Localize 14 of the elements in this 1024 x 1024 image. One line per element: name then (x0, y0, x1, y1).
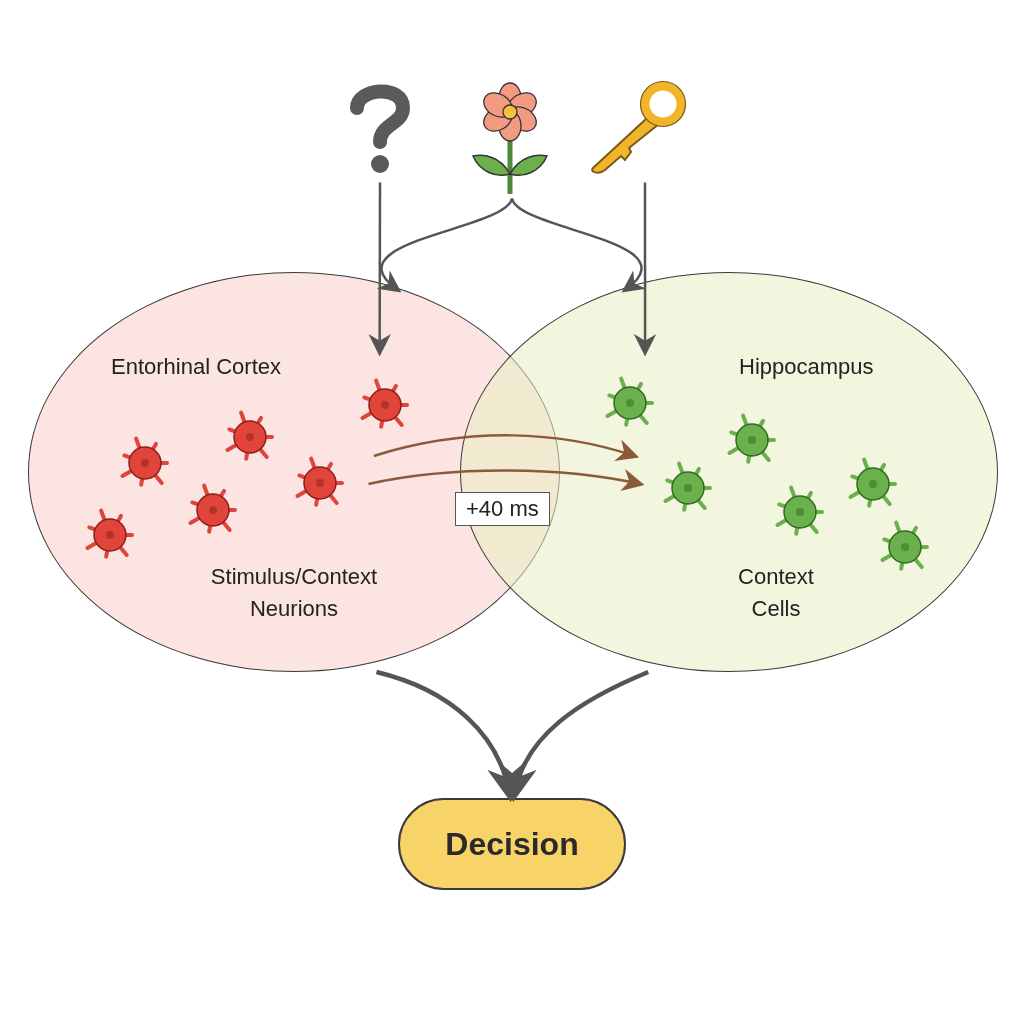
arrow (373, 434, 640, 462)
arrow (375, 669, 521, 803)
arrow (376, 197, 514, 294)
decision-box: Decision (398, 798, 626, 890)
arrow (368, 469, 645, 492)
arrow (633, 182, 657, 357)
region-label: Hippocampus (739, 353, 874, 381)
arrow (368, 182, 391, 357)
region-label: Stimulus/Context Neurions (209, 563, 379, 623)
region-label: Context Cells (737, 563, 815, 623)
region-label: Entorhinal Cortex (111, 353, 281, 381)
arrow (510, 197, 646, 294)
arrow (503, 669, 650, 803)
edge-label: +40 ms (455, 492, 550, 526)
